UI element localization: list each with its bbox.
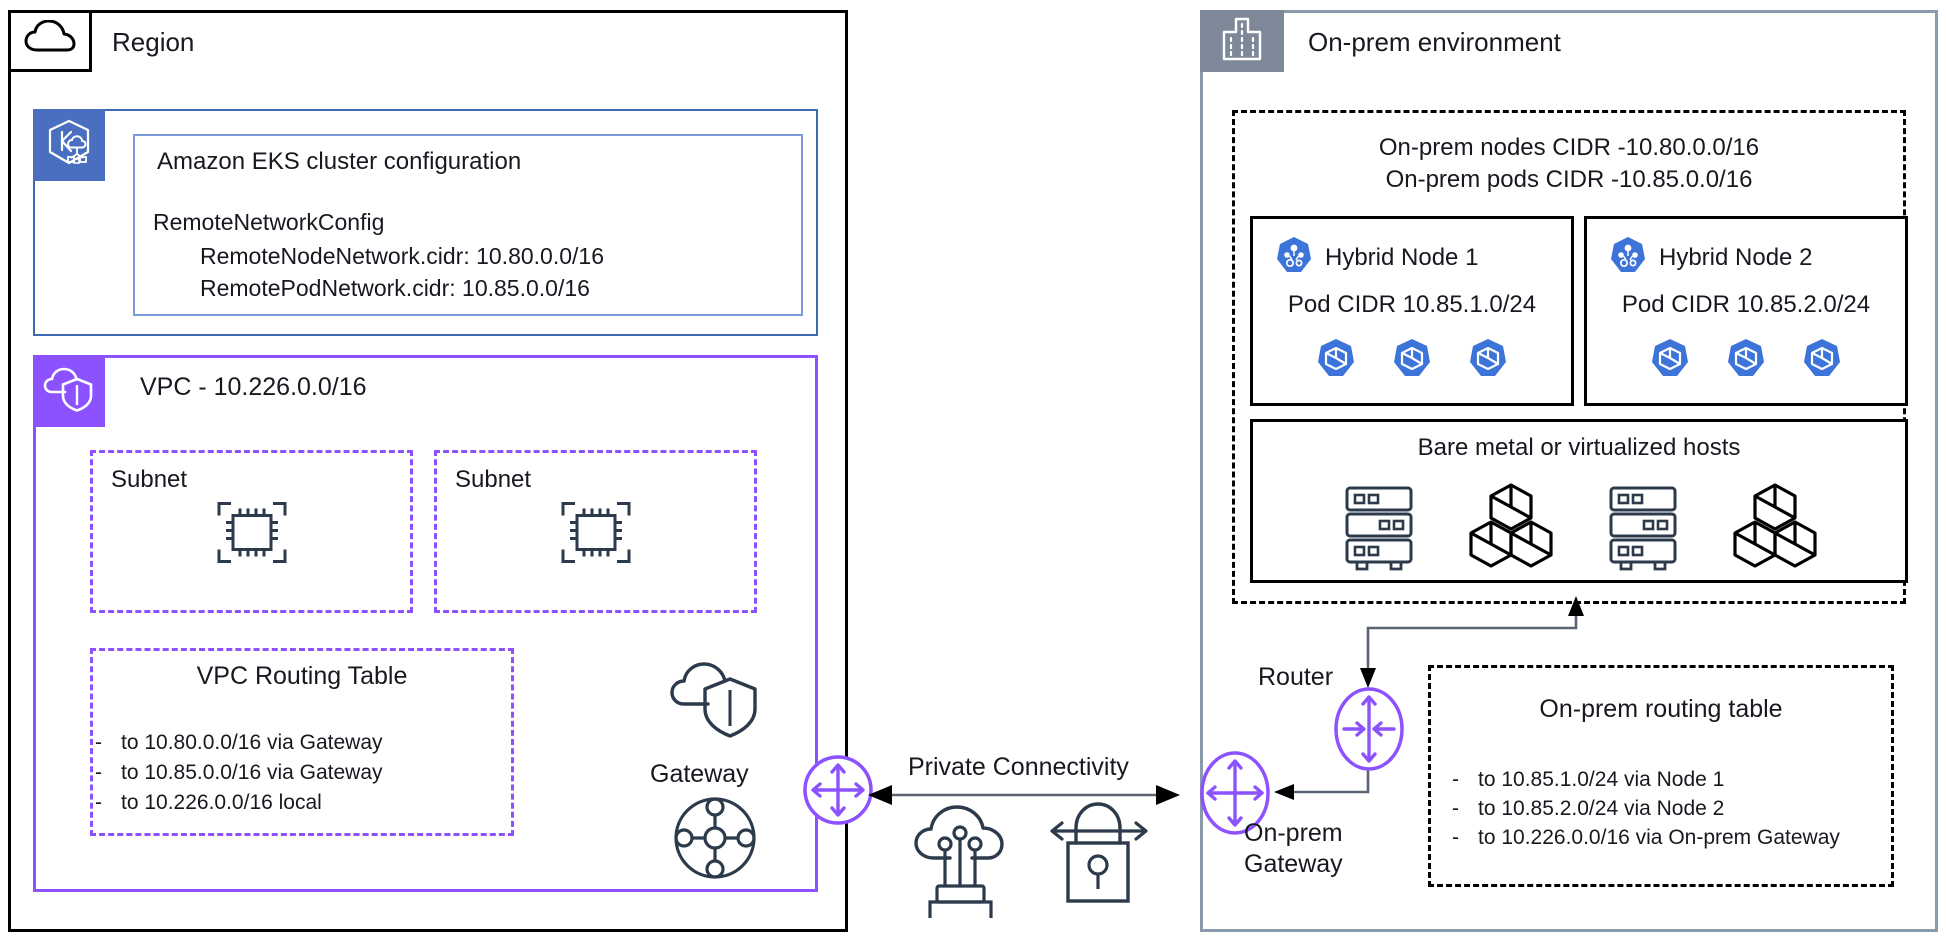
vpc-routing-table-title: VPC Routing Table xyxy=(196,662,408,690)
onprem-route-text: to 10.85.2.0/24 via Node 2 xyxy=(1478,797,1725,820)
private-connectivity-label: Private Connectivity xyxy=(908,753,1129,781)
onprem-pods-cidr: On-prem pods CIDR -10.85.0.0/16 xyxy=(1385,166,1753,193)
onprem-gateway-label-line2: Gateway xyxy=(1244,850,1343,878)
onprem-route-text: to 10.85.1.0/24 via Node 1 xyxy=(1478,768,1725,791)
list-marker: - xyxy=(95,731,102,754)
onprem-route-text: to 10.226.0.0/16 via On-prem Gateway xyxy=(1478,826,1840,849)
onprem-routing-table-list: - to 10.85.1.0/24 via Node 1 - to 10.85.… xyxy=(1452,765,1902,852)
ec2-instances-icon xyxy=(553,493,639,576)
remote-pod-network-cidr: RemotePodNetwork.cidr: 10.85.0.0/16 xyxy=(200,275,590,301)
private-connectivity-arrow xyxy=(866,780,1182,815)
gateway-label: Gateway xyxy=(650,760,749,788)
server-rack-icon xyxy=(1339,480,1419,577)
subnet-1-label: Subnet xyxy=(111,466,188,493)
onprem-gateway-label: On-prem Gateway xyxy=(1244,818,1343,880)
hybrid-node-2-pod-cidr: Pod CIDR 10.85.2.0/24 xyxy=(1621,291,1871,318)
onprem-routing-table-title: On-prem routing table xyxy=(1539,695,1783,723)
hybrid-node-1-pods xyxy=(1253,337,1571,384)
region-title: Region xyxy=(112,27,195,57)
building-icon xyxy=(1220,16,1264,67)
hybrid-node-2: Hybrid Node 2 Pod CIDR 10.85.2.0/24 xyxy=(1584,216,1908,406)
region-badge xyxy=(8,10,92,72)
onprem-gateway-label-line1: On-prem xyxy=(1244,819,1343,847)
cloud-shield-icon xyxy=(668,655,762,748)
router-label: Router xyxy=(1258,663,1334,691)
vpc-routing-table-list: - to 10.80.0.0/16 via Gateway - to 10.85… xyxy=(95,728,515,818)
hybrid-node-1-pod-cidr: Pod CIDR 10.85.1.0/24 xyxy=(1287,291,1537,318)
list-marker: - xyxy=(1452,797,1459,820)
list-marker: - xyxy=(1452,826,1459,849)
pod-icon xyxy=(1316,337,1356,384)
onprem-route-row: - to 10.226.0.0/16 via On-prem Gateway xyxy=(1452,823,1902,852)
router-icon xyxy=(1332,686,1406,777)
vpc-route-row: - to 10.85.0.0/16 via Gateway xyxy=(95,758,515,788)
pod-icon xyxy=(1726,337,1766,384)
direct-connect-icon xyxy=(910,800,1014,927)
vpc-title: VPC - 10.226.0.0/16 xyxy=(140,373,367,401)
hybrid-node-2-name: Hybrid Node 2 xyxy=(1659,243,1813,271)
hybrid-node-1-header: Hybrid Node 1 xyxy=(1275,235,1478,280)
hybrid-node-1: Hybrid Node 1 Pod CIDR 10.85.1.0/24 xyxy=(1250,216,1574,406)
vpc-route-text: to 10.226.0.0/16 local xyxy=(121,791,322,814)
pod-icon xyxy=(1650,337,1690,384)
list-marker: - xyxy=(95,761,102,784)
pod-icon xyxy=(1392,337,1432,384)
hybrid-node-2-header: Hybrid Node 2 xyxy=(1609,235,1812,280)
bare-metal-hosts-title: Bare metal or virtualized hosts xyxy=(1417,434,1741,461)
vpc-route-row: - to 10.80.0.0/16 via Gateway xyxy=(95,728,515,758)
vpc-routing-table-box xyxy=(90,648,514,836)
hybrid-node-2-pods xyxy=(1587,337,1905,384)
aws-region-cloud-icon xyxy=(24,19,76,63)
remote-node-network-cidr: RemoteNodeNetwork.cidr: 10.80.0.0/16 xyxy=(200,243,604,269)
onprem-route-row: - to 10.85.1.0/24 via Node 1 xyxy=(1452,765,1902,794)
eks-config-heading: Amazon EKS cluster configuration xyxy=(157,148,522,175)
onprem-route-row: - to 10.85.2.0/24 via Node 2 xyxy=(1452,794,1902,823)
vpc-route-text: to 10.85.0.0/16 via Gateway xyxy=(121,761,383,784)
transit-gateway-mesh-icon xyxy=(672,795,758,886)
list-marker: - xyxy=(1452,768,1459,791)
onprem-nodes-cidr: On-prem nodes CIDR -10.80.0.0/16 xyxy=(1378,134,1760,161)
eks-badge xyxy=(33,109,105,181)
vpc-route-row: - to 10.226.0.0/16 local xyxy=(95,788,515,818)
subnet-1: Subnet xyxy=(90,450,413,613)
cubes-icon xyxy=(1731,480,1819,577)
vpc-route-text: to 10.80.0.0/16 via Gateway xyxy=(121,731,383,754)
vpc-badge xyxy=(33,355,105,427)
onprem-gateway-icon xyxy=(1198,750,1272,841)
pod-icon xyxy=(1802,337,1842,384)
vpn-lock-icon xyxy=(1046,795,1150,916)
kubernetes-node-icon xyxy=(1275,235,1313,280)
remote-network-config-label: RemoteNetworkConfig xyxy=(153,209,385,235)
kubernetes-node-icon xyxy=(1609,235,1647,280)
vpc-cloud-shield-icon xyxy=(43,365,95,418)
onprem-badge xyxy=(1200,10,1284,72)
server-rack-icon xyxy=(1603,480,1683,577)
hybrid-node-1-name: Hybrid Node 1 xyxy=(1325,243,1479,271)
gateway-arrows-icon xyxy=(800,752,876,833)
cubes-icon xyxy=(1467,480,1555,577)
onprem-routing-table-box xyxy=(1428,665,1894,887)
pod-icon xyxy=(1468,337,1508,384)
eks-config-inner xyxy=(133,134,803,316)
bare-metal-hosts-icons xyxy=(1250,480,1908,577)
amazon-eks-icon xyxy=(44,118,94,173)
list-marker: - xyxy=(95,791,102,814)
ec2-instances-icon xyxy=(209,493,295,576)
subnet-2-label: Subnet xyxy=(455,466,532,493)
subnet-2: Subnet xyxy=(434,450,757,613)
onprem-title: On-prem environment xyxy=(1308,27,1561,57)
